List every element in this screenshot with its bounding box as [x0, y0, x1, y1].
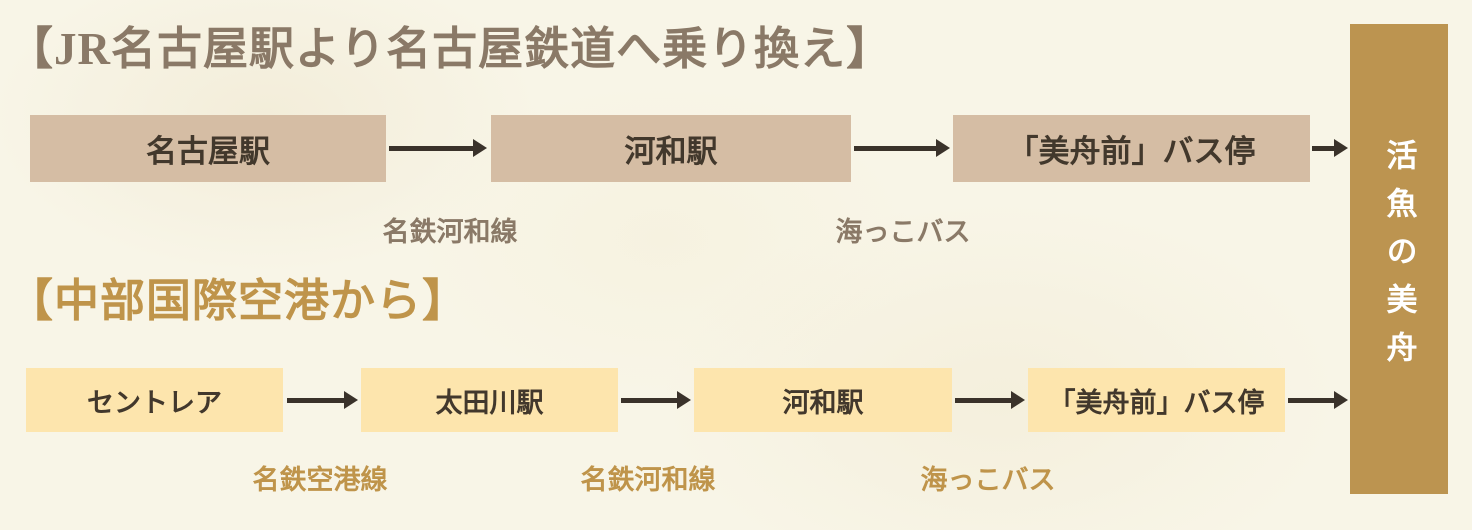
station-box-mifunemae-bus-stop: 「美舟前」バス停 — [953, 115, 1310, 182]
line-label-umikko-bus: 海っこバス — [835, 217, 971, 247]
station-box-mifunemae-bus-stop-airport-route: 「美舟前」バス停 — [1028, 368, 1285, 432]
arrow-right-icon — [1312, 139, 1348, 157]
arrow-line — [389, 145, 473, 151]
line-label-umikko-bus-2: 海っこバス — [920, 465, 1056, 495]
station-box-kowa: 河和駅 — [491, 115, 851, 182]
arrow-head — [1334, 139, 1348, 157]
arrow-right-icon — [854, 139, 950, 157]
arrow-line — [1288, 397, 1334, 403]
station-box-kowa-airport-route: 河和駅 — [694, 368, 952, 432]
arrow-line — [1312, 145, 1334, 151]
arrow-head — [473, 139, 487, 157]
arrow-head — [677, 391, 691, 409]
destination-bar: 活魚の美舟 — [1350, 24, 1448, 494]
station-box-centrair: セントレア — [26, 368, 283, 432]
arrow-line — [955, 397, 1011, 403]
arrow-right-icon — [389, 139, 487, 157]
arrow-right-icon — [287, 391, 358, 409]
arrow-line — [854, 145, 936, 151]
route1-heading: 【JR名古屋駅より名古屋鉄道へ乗り換え】 — [8, 24, 893, 74]
arrow-line — [287, 397, 344, 403]
arrow-right-icon — [955, 391, 1025, 409]
arrow-head — [936, 139, 950, 157]
arrow-right-icon — [1288, 391, 1348, 409]
station-box-nagoya: 名古屋駅 — [30, 115, 386, 182]
route2-heading: 【中部国際空港から】 — [8, 276, 469, 326]
arrow-head — [344, 391, 358, 409]
line-label-meitetsu-airport: 名鉄空港線 — [252, 465, 388, 495]
arrow-line — [621, 397, 677, 403]
arrow-head — [1334, 391, 1348, 409]
arrow-head — [1011, 391, 1025, 409]
station-box-otagawa: 太田川駅 — [361, 368, 618, 432]
line-label-meitetsu-kowa: 名鉄河和線 — [382, 217, 518, 247]
line-label-meitetsu-kowa-2: 名鉄河和線 — [580, 465, 716, 495]
destination-label: 活魚の美舟 — [1381, 139, 1417, 379]
arrow-right-icon — [621, 391, 691, 409]
